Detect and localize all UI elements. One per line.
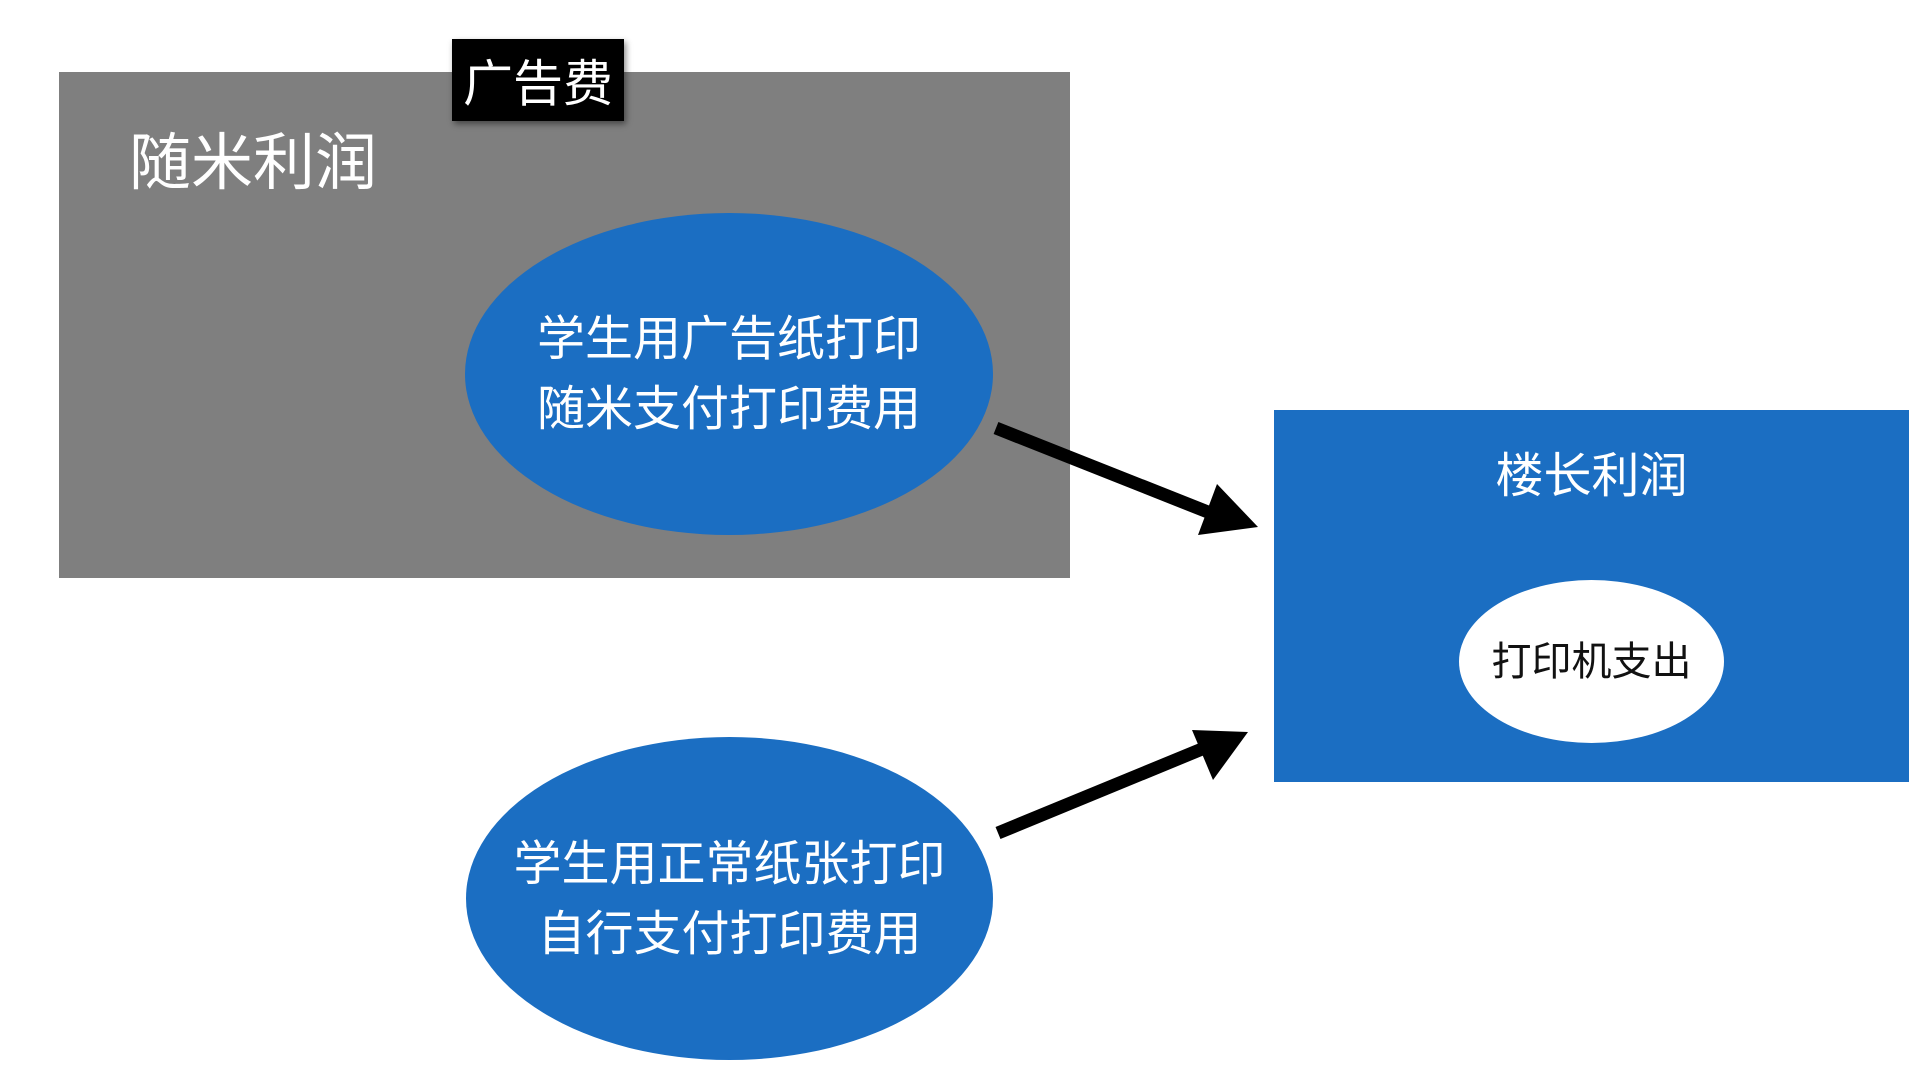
arrow-normal-to-manager-head: [1192, 730, 1248, 780]
normal-paper-print-line-1: 学生用正常纸张打印: [513, 835, 946, 892]
ad-paper-print-line-1: 学生用广告纸打印: [536, 311, 921, 367]
ad-paper-print-line-2: 随米支付打印费用: [536, 381, 921, 437]
printer-expense-label: 打印机支出: [1491, 638, 1692, 685]
sponsor-profit-title: 随米利润: [129, 126, 378, 199]
printer-expense-node: 打印机支出: [1459, 580, 1724, 743]
arrow-normal-to-manager-shaft: [995, 735, 1222, 840]
building-manager-profit-title: 楼长利润: [1495, 448, 1688, 504]
arrow-ad-to-manager-head: [1198, 484, 1258, 535]
normal-paper-print-node: 学生用正常纸张打印 自行支付打印费用: [466, 737, 993, 1060]
ad-paper-print-node: 学生用广告纸打印 随米支付打印费用: [465, 213, 993, 535]
normal-paper-print-line-2: 自行支付打印费用: [537, 905, 922, 962]
ad-fee-tag: 广告费: [452, 39, 624, 121]
